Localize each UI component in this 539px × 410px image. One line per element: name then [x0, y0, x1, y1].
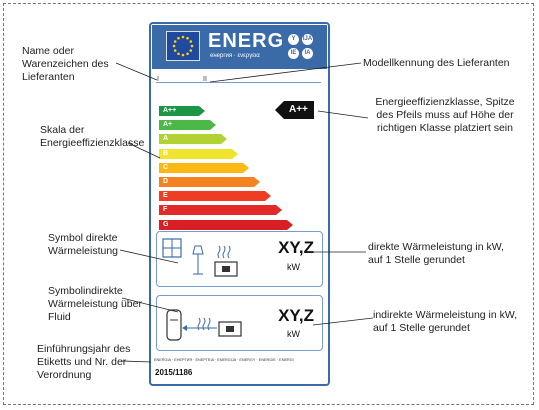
annotation-arrow-class: Energieeffizienzklasse, Spitze des Pfeil…: [375, 96, 515, 134]
leader-line: [127, 142, 161, 159]
efficiency-class-bar: G: [159, 219, 293, 230]
regulation-year: 2015/1186: [155, 368, 193, 377]
class-arrow: A++: [275, 101, 314, 119]
efficiency-class-bar: A: [159, 134, 227, 145]
leader-line: [209, 62, 362, 83]
annotation-year: Einführungsjahr des Etiketts und Nr. der…: [37, 343, 131, 381]
leader-line: [121, 297, 179, 313]
energ-logo: ENERG енергия · ενεργεια Y IJA IE IA: [206, 29, 324, 65]
annotation-indirect-value: indirekte Wärmeleistung in kW, auf 1 Ste…: [373, 309, 518, 334]
model-mark: II: [203, 76, 207, 83]
supplier-mark: I: [157, 76, 159, 83]
energy-label: ENERG енергия · ενεργεια Y IJA IE IA I I…: [149, 22, 330, 386]
annotation-indirect-symbol: Symbolindirekte Wärmeleistung über Fluid: [48, 285, 142, 323]
efficiency-class-bar: C: [159, 162, 249, 173]
direct-heat-icon: [162, 238, 238, 277]
leader-line: [119, 249, 179, 264]
annotation-supplier-name: Name oder Warenzeichen des Lieferanten: [22, 45, 109, 83]
dashed-frame: [3, 3, 534, 405]
direct-heat-unit: kW: [287, 262, 300, 272]
indirect-heat-panel: XY,Z kW: [156, 295, 323, 351]
efficiency-class-bar: F: [159, 205, 282, 216]
leader-line: [317, 110, 369, 119]
annotation-direct-value: direkte Wärmeleistung in kW, auf 1 Stell…: [368, 241, 504, 266]
efficiency-class-bar: A++: [159, 106, 205, 116]
energ-title: ENERG: [208, 30, 285, 52]
annotation-model-id: Modellkennung des Lieferanten: [363, 57, 510, 69]
efficiency-class-bar: A+: [159, 120, 216, 131]
efficiency-class-bar: B: [159, 148, 238, 159]
indirect-heat-value: XY,Z: [278, 306, 314, 325]
label-header: ENERG енергия · ενεργεια Y IJA IE IA: [152, 25, 327, 69]
efficiency-class-bar: E: [159, 191, 271, 202]
energ-subtitle: енергия · ενεργεια: [210, 53, 260, 59]
lang-circle: Y: [288, 34, 299, 45]
label-footer-text: ENERGIA · ЕНЕРГИЯ · ΕΝΕΡΓΕΙΑ · ENERGIJA …: [154, 358, 294, 362]
lang-circle: IE: [288, 48, 299, 59]
supplier-line: [156, 82, 321, 83]
lang-circle: IJA: [302, 34, 313, 45]
eu-flag-icon: [166, 31, 200, 61]
direct-heat-panel: XY,Z kW: [156, 231, 323, 287]
indirect-heat-icon: [166, 309, 242, 341]
leader-line: [312, 317, 374, 326]
indirect-heat-unit: kW: [287, 329, 300, 339]
direct-heat-value: XY,Z: [278, 238, 314, 257]
leader-line: [115, 62, 158, 81]
annotation-scale: Skala der Energieeffizienzklasse: [40, 124, 145, 149]
leader-line: [121, 360, 152, 363]
annotation-direct-symbol: Symbol direkte Wärmeleistung: [48, 232, 119, 257]
efficiency-class-bar: D: [159, 177, 260, 187]
lang-circle: IA: [302, 48, 313, 59]
